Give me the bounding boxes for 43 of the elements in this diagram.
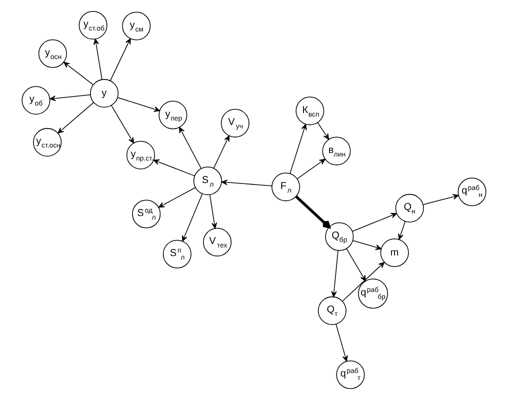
arrow	[296, 158, 326, 180]
node-circle: S$_{л}$	[193, 166, 222, 196]
node-circle: F$_{л}$	[272, 172, 300, 202]
arrow	[342, 262, 385, 302]
arrow	[182, 194, 203, 242]
node-circle: Q$_{н}$	[395, 194, 424, 222]
arrow	[117, 97, 160, 112]
node-circle: у$_{см}$	[122, 12, 151, 40]
arrow	[158, 187, 196, 208]
node-circle: у$_{ст.об}$	[78, 11, 108, 40]
node-circle: у	[90, 79, 119, 108]
node-circle: Q$_{бр}$	[325, 222, 354, 251]
node-circle: К$_{всп}$	[296, 96, 324, 126]
arrow	[93, 38, 102, 80]
arrow	[213, 135, 230, 168]
arrow	[50, 94, 91, 102]
node-circle: в$_{лин}$	[322, 136, 351, 166]
arrow	[336, 324, 348, 362]
arrow	[179, 126, 202, 169]
arrow	[63, 62, 94, 86]
node-circle: m	[380, 238, 409, 267]
arrow	[398, 221, 406, 240]
node-circle: у$_{об}$	[22, 86, 50, 115]
arrow	[331, 250, 338, 298]
node-circle: у$_{пер}$	[158, 100, 188, 130]
node-circle: у$_{ст.осн}$	[33, 128, 62, 157]
arrow	[110, 38, 131, 82]
arrow	[153, 159, 195, 176]
arrow	[352, 240, 382, 250]
arrow	[290, 124, 307, 174]
node-circle: у$_{осн}$	[38, 39, 67, 68]
node-circle: V$_{уч}$	[220, 108, 250, 138]
arrow	[209, 194, 218, 229]
arrow	[221, 180, 272, 186]
arrow	[111, 105, 134, 144]
node-circle: у$_{пр.ст.}$	[126, 140, 155, 170]
arrow	[352, 212, 397, 232]
arrow	[317, 122, 330, 140]
arrow	[295, 196, 330, 228]
arrow	[58, 102, 94, 134]
node-circle: V$_{тех}$	[203, 228, 232, 256]
arrow	[422, 194, 459, 206]
node-circle: Q$_{т}$	[318, 296, 346, 325]
